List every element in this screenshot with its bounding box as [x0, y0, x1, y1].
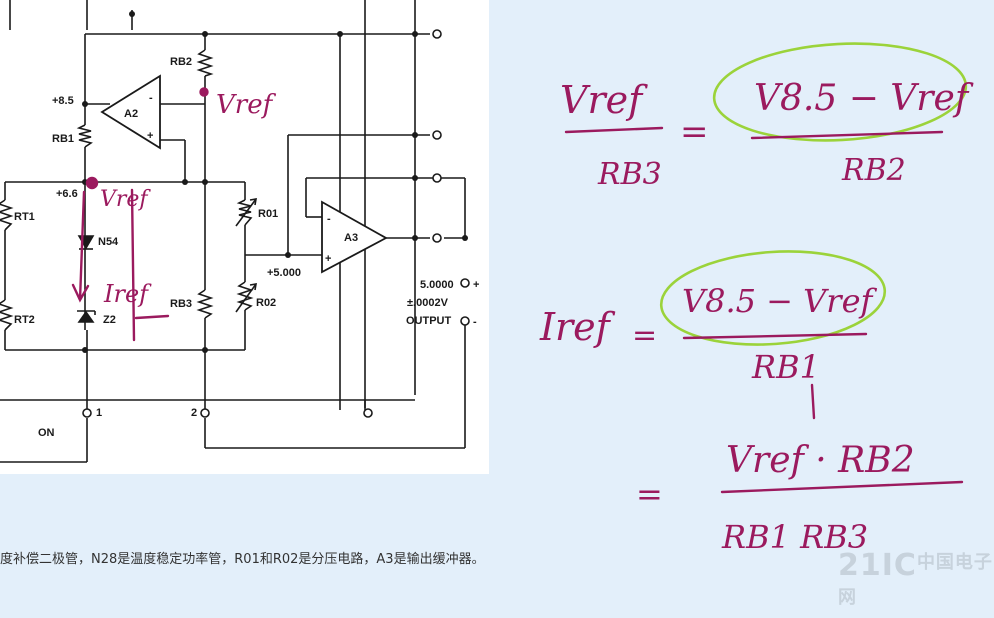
- eq1-rhs-denominator: RB2: [841, 153, 906, 188]
- opamp-a3: [321, 200, 388, 274]
- label-output-tolerance: ±.0002V: [407, 297, 449, 309]
- label-a2: A2: [124, 108, 138, 120]
- eq2-denominator: RB1: [751, 348, 820, 386]
- label-on: ON: [38, 427, 55, 439]
- label-rt1: RT1: [14, 211, 35, 223]
- eq3-denominator: RB1 RB3: [721, 518, 868, 556]
- label-rb3: RB3: [170, 298, 192, 310]
- annotation-iref: Iref: [103, 280, 152, 308]
- label-n54: N54: [98, 236, 119, 248]
- eq1-equals: =: [680, 112, 709, 152]
- terminal-circles: [82, 29, 470, 418]
- highlight-ellipse-eq1: [712, 42, 968, 142]
- circuit-wires: [0, 0, 466, 463]
- label-r01: R01: [258, 208, 278, 220]
- resistor-rt2: [0, 299, 14, 331]
- circuit-and-equations: RB2 +8.5 A2 RB1 +6.6 RT1 N54 RT2 Z2 RB3 …: [0, 0, 974, 556]
- label-terminal-minus: -: [473, 316, 477, 328]
- label-output: OUTPUT: [406, 315, 452, 327]
- eq2-equals: =: [632, 318, 657, 353]
- opamp-a2: [100, 74, 161, 150]
- resistor-rb1: [76, 124, 93, 148]
- label-plus66: +6.6: [56, 188, 78, 200]
- watermark-main: 21IC: [838, 548, 917, 583]
- label-plus5: +5.000: [267, 267, 301, 279]
- label-r02: R02: [256, 297, 276, 309]
- label-rt2: RT2: [14, 314, 35, 326]
- resistor-r01: [236, 199, 253, 226]
- label-output-voltage: 5.0000: [420, 279, 454, 291]
- highlight-ellipse-eq2: [659, 250, 887, 346]
- label-rb2: RB2: [170, 56, 192, 68]
- opamps: [100, 74, 388, 274]
- resistor-rb3: [196, 289, 214, 319]
- resistors: [0, 49, 257, 331]
- eq1-lhs-denominator: RB3: [597, 157, 662, 192]
- eq2-numerator: V8.5 − Vref: [682, 282, 878, 320]
- eq1-rhs-numerator: V8.5 − Vref: [754, 78, 974, 119]
- annotation-vref-66: Vref: [100, 187, 151, 212]
- resistor-r02: [236, 281, 254, 311]
- label-rb1: RB1: [52, 133, 74, 145]
- label-pin1: 1: [96, 407, 102, 419]
- label-z2: Z2: [103, 314, 116, 326]
- label-a3-minus: -: [327, 213, 331, 225]
- label-a3: A3: [344, 232, 358, 244]
- junction-dots: [82, 11, 468, 353]
- annotation-vref-rb2: Vref: [216, 90, 277, 120]
- label-a2-plus: +: [147, 130, 153, 142]
- label-terminal-plus: +: [473, 279, 479, 291]
- caption-text: 度补偿二极管，N28是温度稳定功率管，R01和R02是分压电路，A3是输出缓冲器…: [0, 552, 485, 567]
- watermark-logo: 21IC中国电子网: [838, 548, 994, 618]
- label-plus85: +8.5: [52, 95, 74, 107]
- resistor-rb2: [196, 49, 214, 77]
- schematic-annotations: Vref Vref Iref: [71, 87, 277, 342]
- label-a2-minus: -: [149, 92, 153, 104]
- resistor-rt1: [0, 199, 14, 231]
- label-a3-plus: +: [325, 253, 331, 265]
- eq1-lhs-numerator: Vref: [560, 78, 648, 122]
- zener-z2: [77, 310, 95, 323]
- eq3-equals: =: [636, 475, 663, 513]
- arrow-down: [71, 190, 90, 303]
- equations: Vref RB3 = V8.5 − Vref RB2 Iref = V8.5 −…: [539, 42, 974, 556]
- eq2-lhs: Iref: [539, 305, 616, 349]
- eq3-numerator: Vref · RB2: [726, 440, 915, 481]
- label-pin2: 2: [191, 407, 197, 419]
